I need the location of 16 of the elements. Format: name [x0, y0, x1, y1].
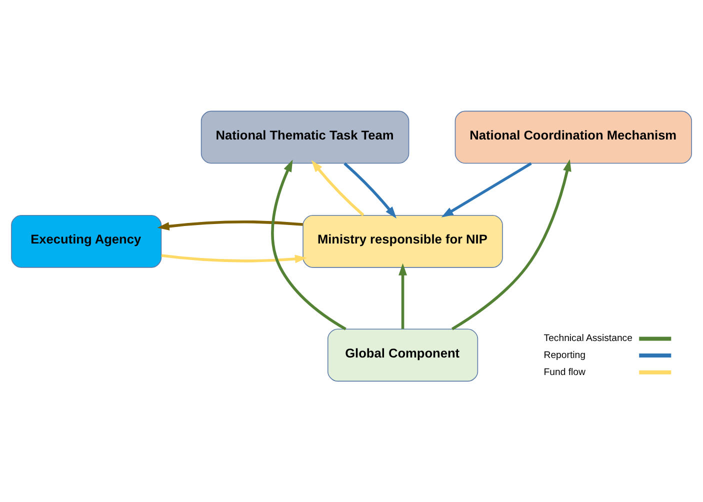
node-box: National Coordination Mechanism — [454, 110, 692, 164]
node-box: Global Component — [327, 328, 478, 382]
node-box: National Thematic Task Team — [200, 110, 410, 164]
arrow — [344, 162, 397, 219]
arrow — [161, 254, 308, 264]
arrow — [398, 263, 407, 329]
arrow — [441, 162, 532, 218]
legend-label: Reporting — [544, 350, 586, 362]
node-box: Executing Agency — [11, 214, 162, 268]
arrow — [451, 159, 572, 330]
legend-label: Fund flow — [544, 366, 586, 378]
arrow — [271, 160, 346, 330]
arrow — [311, 160, 364, 216]
arrow — [157, 220, 303, 230]
legend-label: Technical Assistance — [544, 333, 632, 344]
node-box: Ministry responsible for NIP — [302, 214, 503, 268]
